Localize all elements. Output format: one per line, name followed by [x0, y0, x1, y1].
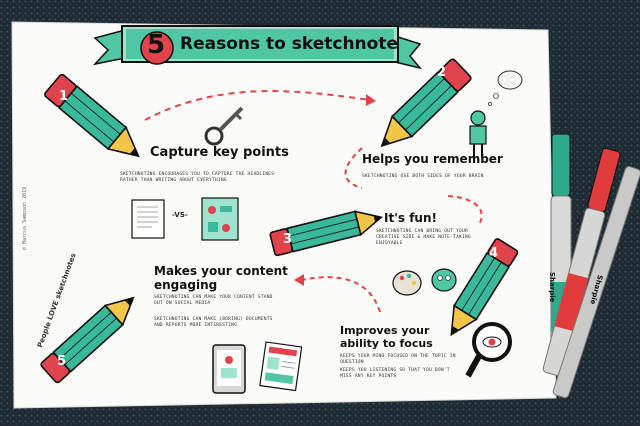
reason-1-body: SKETCHNOTING ENCOURAGES YOU TO CAPTURE T…: [120, 172, 275, 184]
arrow-4-to-5: [301, 276, 381, 313]
arrow-4-to-5-head: [294, 274, 304, 286]
arrow-1-to-2-head: [366, 94, 376, 106]
reason-3-body: SKETCHNOTING CAN BRING OUT YOUR CREATIVE…: [376, 229, 471, 247]
pencil-number-4: 4: [489, 246, 499, 261]
pencil-number-1: 1: [59, 89, 69, 104]
reason-5-body-2: SKETCHNOTING CAN MAKE (BORING) DOCUMENTS…: [154, 317, 273, 329]
pencil-number-2: 2: [437, 65, 447, 80]
reason-1-heading: Capture key points: [150, 145, 289, 160]
marker-brand-green: Sharpie: [548, 272, 556, 303]
reason-4-heading: Improves your ability to focus: [340, 324, 433, 350]
pencil-4: [450, 238, 519, 337]
arrow-2-to-3: [344, 147, 363, 189]
reason-3-heading: It's fun!: [384, 211, 437, 225]
reason-2-body: SKETCHNOTING USE BOTH SIDES OF YOUR BRAI…: [362, 174, 484, 179]
reason-2-heading: Helps you remember: [362, 152, 503, 166]
pencil-1: [44, 73, 140, 158]
reason-4-body-2: KEEPS YOU LISTENING SO THAT YOU DON'T MI…: [340, 368, 450, 380]
creative-characters-icon: [392, 268, 457, 296]
reason-4-body-1: KEEPS YOUR MIND FOCUSED ON THE TOPIC IN …: [340, 354, 456, 366]
title-number: 5: [147, 30, 166, 60]
key-icon: [204, 106, 244, 146]
banner-title: Reasons to sketchnote: [180, 34, 398, 54]
marker-red: [542, 147, 621, 377]
pencil-2: [380, 58, 472, 148]
reason-5-heading: Makes your content engaging: [154, 264, 288, 292]
pencil-3: [269, 210, 383, 257]
title-number-circle: [140, 31, 174, 65]
arrow-3-to-4: [447, 195, 483, 227]
pencil-number-5: 5: [57, 354, 67, 369]
arrow-1-to-2: [144, 90, 371, 121]
marker-grey: [552, 166, 640, 399]
thinking-person-icon: [469, 70, 523, 158]
tablet-icon: [212, 344, 246, 394]
sketchnote-icon: [201, 197, 239, 241]
magnifier-eye-icon: [465, 322, 512, 378]
pencil-5: [40, 296, 135, 384]
messy-notes-icon: [131, 199, 165, 239]
reason-5-body-1: SKETCHNOTING CAN MAKE YOUR CONTENT STAND…: [154, 295, 273, 307]
pencil-number-3: 3: [283, 232, 293, 247]
vs-label: -VS-: [172, 211, 188, 219]
side-credit: © Marcus Sampson 2019: [22, 186, 28, 250]
report-icon: [259, 341, 303, 392]
